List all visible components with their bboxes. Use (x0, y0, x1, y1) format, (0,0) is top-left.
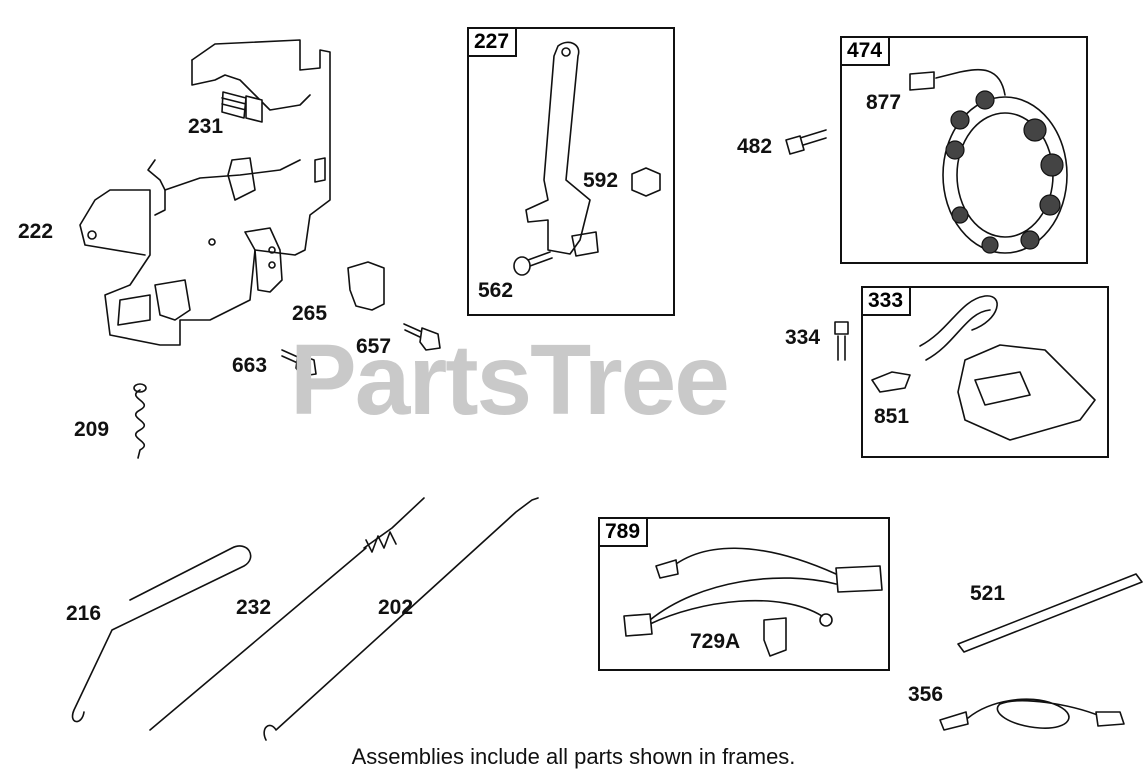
callout-562: 562 (478, 279, 514, 302)
clip-265-drawing (347, 261, 385, 311)
ignition-333-drawing (871, 295, 1096, 441)
link-232-drawing (149, 497, 425, 731)
screw-482-drawing (785, 129, 827, 155)
callout-657: 657 (356, 335, 392, 358)
callout-209: 209 (74, 418, 110, 441)
tube-521-drawing (957, 573, 1143, 653)
footer-note: Assemblies include all parts shown in fr… (351, 744, 796, 769)
callout-851: 851 (874, 405, 910, 428)
frame-label-333: 333 (863, 288, 912, 316)
callout-231: 231 (188, 115, 224, 138)
harness-789-drawing (623, 547, 883, 657)
callout-482: 482 (737, 135, 773, 158)
frame-label-474: 474 (842, 38, 891, 66)
alternator-474-drawing (909, 68, 1068, 254)
frame-227: 227 (467, 27, 675, 316)
rod-202-drawing (263, 497, 539, 741)
frame-474: 474 (840, 36, 1088, 264)
callout-592: 592 (583, 169, 619, 192)
callout-232: 232 (236, 596, 272, 619)
watermark: PartsTree (290, 324, 730, 436)
callout-521: 521 (970, 582, 1006, 605)
callout-877: 877 (866, 91, 902, 114)
spring-209-drawing (133, 383, 147, 459)
callout-663: 663 (232, 354, 268, 377)
wire-356-drawing (939, 698, 1125, 731)
nut-592-drawing (631, 167, 661, 197)
screw-657-drawing (403, 323, 441, 351)
callout-356: 356 (908, 683, 944, 706)
frame-333: 333 (861, 286, 1109, 458)
lever-227-drawing (525, 41, 599, 257)
callout-202: 202 (378, 596, 414, 619)
callout-222: 222 (18, 220, 54, 243)
control-bracket-drawing (79, 39, 331, 346)
callout-334: 334 (785, 326, 821, 349)
callout-265: 265 (292, 302, 328, 325)
frame-789: 789 (598, 517, 890, 671)
link-216-drawing (71, 545, 252, 723)
frame-label-227: 227 (469, 29, 518, 57)
frame-label-789: 789 (600, 519, 649, 547)
screw-663-drawing (281, 349, 317, 377)
screw-562-drawing (513, 251, 553, 276)
callout-216: 216 (66, 602, 102, 625)
bolt-231-drawing (221, 91, 263, 123)
screw-334-drawing (834, 321, 849, 361)
callout-729a: 729A (690, 630, 741, 653)
